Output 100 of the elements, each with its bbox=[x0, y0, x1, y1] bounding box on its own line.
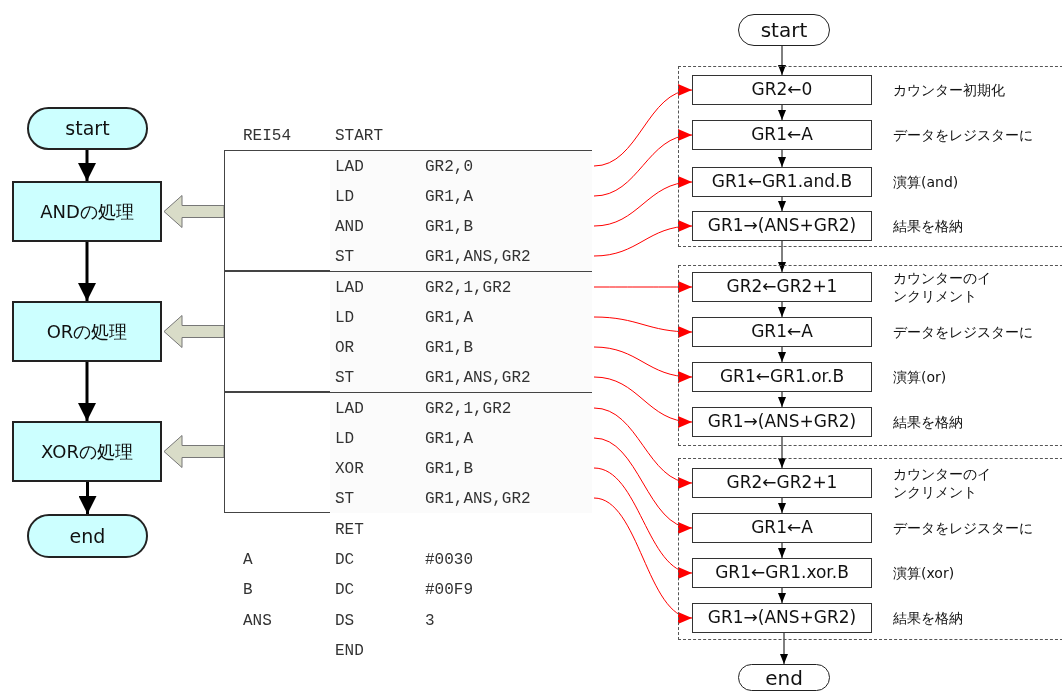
arrow bbox=[593, 467, 693, 577]
operand: GR1,A bbox=[425, 187, 474, 208]
arrow bbox=[593, 437, 693, 532]
arrow bbox=[593, 220, 693, 257]
node-label: GR2←GR2+1 bbox=[726, 275, 838, 299]
annotation: カウンターのインクリメント bbox=[893, 465, 992, 501]
node-label: GR2←0 bbox=[751, 78, 813, 102]
node-label: start bbox=[65, 116, 110, 142]
node-label: GR1→(ANS+GR2) bbox=[707, 606, 857, 630]
arrow bbox=[593, 407, 693, 487]
node-label: end bbox=[69, 523, 106, 549]
opcode: XOR bbox=[335, 459, 364, 480]
arrow bbox=[778, 196, 786, 212]
annotation: 結果を格納 bbox=[893, 609, 964, 627]
code-text: DC bbox=[335, 550, 355, 571]
code-text: 3 bbox=[425, 611, 435, 632]
arrow bbox=[778, 587, 786, 604]
annotation: カウンター初期化 bbox=[893, 81, 1006, 99]
opcode: OR bbox=[335, 338, 355, 359]
operand: GR2,0 bbox=[425, 157, 474, 178]
node-label: XORの処理 bbox=[41, 440, 133, 464]
arrow bbox=[778, 391, 786, 408]
node-label: GR1→(ANS+GR2) bbox=[707, 214, 857, 238]
opcode: ST bbox=[335, 368, 355, 389]
arrow bbox=[593, 376, 693, 427]
node-label: GR1←A bbox=[751, 320, 813, 344]
arrow bbox=[778, 436, 786, 469]
operand: GR1,ANS,GR2 bbox=[425, 247, 532, 268]
node-label: GR1←GR1.and.B bbox=[711, 170, 853, 194]
node-label: GR1←A bbox=[751, 123, 813, 147]
process-box bbox=[12, 301, 162, 362]
code-text: DC bbox=[335, 580, 355, 601]
code-text: REI54 bbox=[243, 126, 291, 147]
arrow bbox=[593, 177, 693, 227]
operand: GR1,ANS,GR2 bbox=[425, 368, 532, 389]
code-text: RET bbox=[335, 520, 364, 541]
code-text: #0030 bbox=[425, 550, 473, 571]
terminal-pill bbox=[738, 14, 830, 46]
code-text: END bbox=[335, 641, 364, 662]
arrow bbox=[593, 346, 693, 383]
node-label: GR1←A bbox=[751, 516, 813, 540]
node-label: GR1←GR1.or.B bbox=[719, 365, 845, 389]
annotation: カウンターのインクリメント bbox=[893, 269, 992, 305]
operand: GR1,B bbox=[425, 459, 474, 480]
annotation: データをレジスターに bbox=[893, 519, 1034, 537]
dashed-group bbox=[678, 265, 1062, 446]
node-label: GR1←GR1.xor.B bbox=[715, 561, 849, 585]
terminal-pill bbox=[27, 107, 148, 150]
annotation: データをレジスターに bbox=[893, 126, 1034, 144]
opcode: ST bbox=[335, 489, 355, 510]
arrow bbox=[593, 130, 693, 197]
node-label: GR2←GR2+1 bbox=[726, 471, 838, 495]
operand: GR1,ANS,GR2 bbox=[425, 489, 532, 510]
code-text: #00F9 bbox=[425, 580, 473, 601]
arrow bbox=[778, 149, 786, 168]
operand: GR1,A bbox=[425, 308, 474, 329]
node-label: end bbox=[765, 664, 803, 691]
annotation: 演算(or) bbox=[893, 368, 948, 386]
arrow bbox=[593, 86, 693, 167]
code-text: DS bbox=[335, 611, 355, 632]
block-arrow bbox=[163, 195, 225, 228]
code-block bbox=[224, 271, 592, 392]
block-arrow bbox=[163, 435, 225, 468]
node-label: ORの処理 bbox=[46, 320, 128, 344]
opcode: LAD bbox=[335, 399, 364, 420]
code-block bbox=[224, 392, 592, 513]
arrow bbox=[593, 281, 693, 293]
opcode: LD bbox=[335, 308, 355, 329]
arrow bbox=[778, 104, 786, 121]
arrow bbox=[78, 150, 96, 181]
arrow bbox=[593, 316, 693, 338]
arrow bbox=[778, 45, 786, 76]
dashed-group bbox=[678, 66, 1062, 247]
opcode: AND bbox=[335, 217, 364, 238]
block-arrow bbox=[163, 315, 225, 348]
opcode: LD bbox=[335, 187, 355, 208]
arrow bbox=[780, 632, 788, 665]
arrow bbox=[78, 242, 96, 301]
code-text: A bbox=[243, 550, 253, 571]
opcode: LAD bbox=[335, 278, 364, 299]
annotation: 結果を格納 bbox=[893, 217, 964, 235]
annotation: データをレジスターに bbox=[893, 323, 1034, 341]
opcode: ST bbox=[335, 247, 355, 268]
code-text: B bbox=[243, 580, 253, 601]
annotation: 演算(and) bbox=[893, 173, 960, 191]
annotation: 演算(xor) bbox=[893, 564, 956, 582]
node-label: ANDの処理 bbox=[40, 200, 134, 224]
operand: GR2,1,GR2 bbox=[425, 278, 513, 299]
node-label: GR1→(ANS+GR2) bbox=[707, 410, 857, 434]
arrow bbox=[778, 497, 786, 514]
operand: GR1,A bbox=[425, 429, 474, 450]
code-text: START bbox=[335, 126, 383, 147]
operand: GR2,1,GR2 bbox=[425, 399, 513, 420]
arrow bbox=[778, 240, 786, 273]
arrow bbox=[778, 542, 786, 559]
terminal-pill bbox=[27, 514, 148, 558]
arrow bbox=[778, 346, 786, 363]
node-label: start bbox=[760, 17, 808, 44]
arrow bbox=[78, 482, 97, 514]
arrow bbox=[593, 497, 693, 621]
